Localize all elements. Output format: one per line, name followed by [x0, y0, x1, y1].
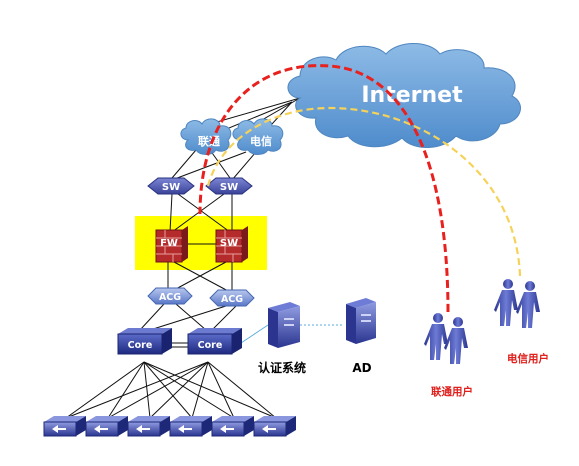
access-switch-3 — [127, 416, 170, 437]
internet-cloud: Internet — [287, 43, 522, 149]
isp-unicom-label: 联通 — [198, 134, 220, 148]
auth-system-label: 认证系统 — [258, 360, 306, 375]
isp-cloud-unicom: 联通 — [180, 118, 232, 155]
core-switch-left: Core — [117, 328, 172, 355]
telecom-users-icon — [494, 279, 540, 328]
telecom-traffic-path — [206, 106, 522, 277]
connection-lines — [65, 97, 301, 419]
top-switch-right: SW — [205, 177, 253, 195]
core-right-label: Core — [198, 340, 223, 351]
acg-right: ACG — [209, 289, 255, 307]
firewall-right: SW — [215, 226, 248, 263]
acg-left-label: ACG — [159, 292, 181, 303]
acg-right-label: ACG — [221, 294, 243, 305]
access-switch-4 — [169, 416, 212, 437]
firewall-left: FW — [155, 226, 188, 263]
ad-server — [346, 298, 376, 344]
firewall-right-label: SW — [220, 238, 238, 249]
auth-system-server — [268, 302, 300, 348]
isp-telecom-label: 电信 — [250, 134, 272, 148]
access-switch-6 — [253, 416, 296, 437]
unicom-users-icon — [424, 313, 468, 364]
ad-label: AD — [352, 361, 371, 375]
isp-cloud-telecom: 电信 — [232, 118, 284, 155]
access-switch-5 — [211, 416, 254, 437]
firewall-left-label: FW — [160, 238, 178, 249]
unicom-traffic-path — [198, 64, 450, 313]
core-switch-right: Core — [187, 328, 242, 355]
core-auth-link — [237, 324, 269, 346]
telecom-users-label: 电信用户 — [507, 352, 549, 365]
top-switch-left: SW — [147, 177, 195, 195]
core-left-label: Core — [128, 340, 153, 351]
access-switch-1 — [43, 416, 86, 437]
unicom-users-label: 联通用户 — [431, 385, 473, 398]
access-switches — [43, 416, 296, 437]
internet-label: Internet — [361, 83, 463, 108]
top-switch-left-label: SW — [162, 182, 180, 193]
access-switch-2 — [85, 416, 128, 437]
acg-left: ACG — [147, 287, 193, 305]
top-switch-right-label: SW — [220, 182, 238, 193]
